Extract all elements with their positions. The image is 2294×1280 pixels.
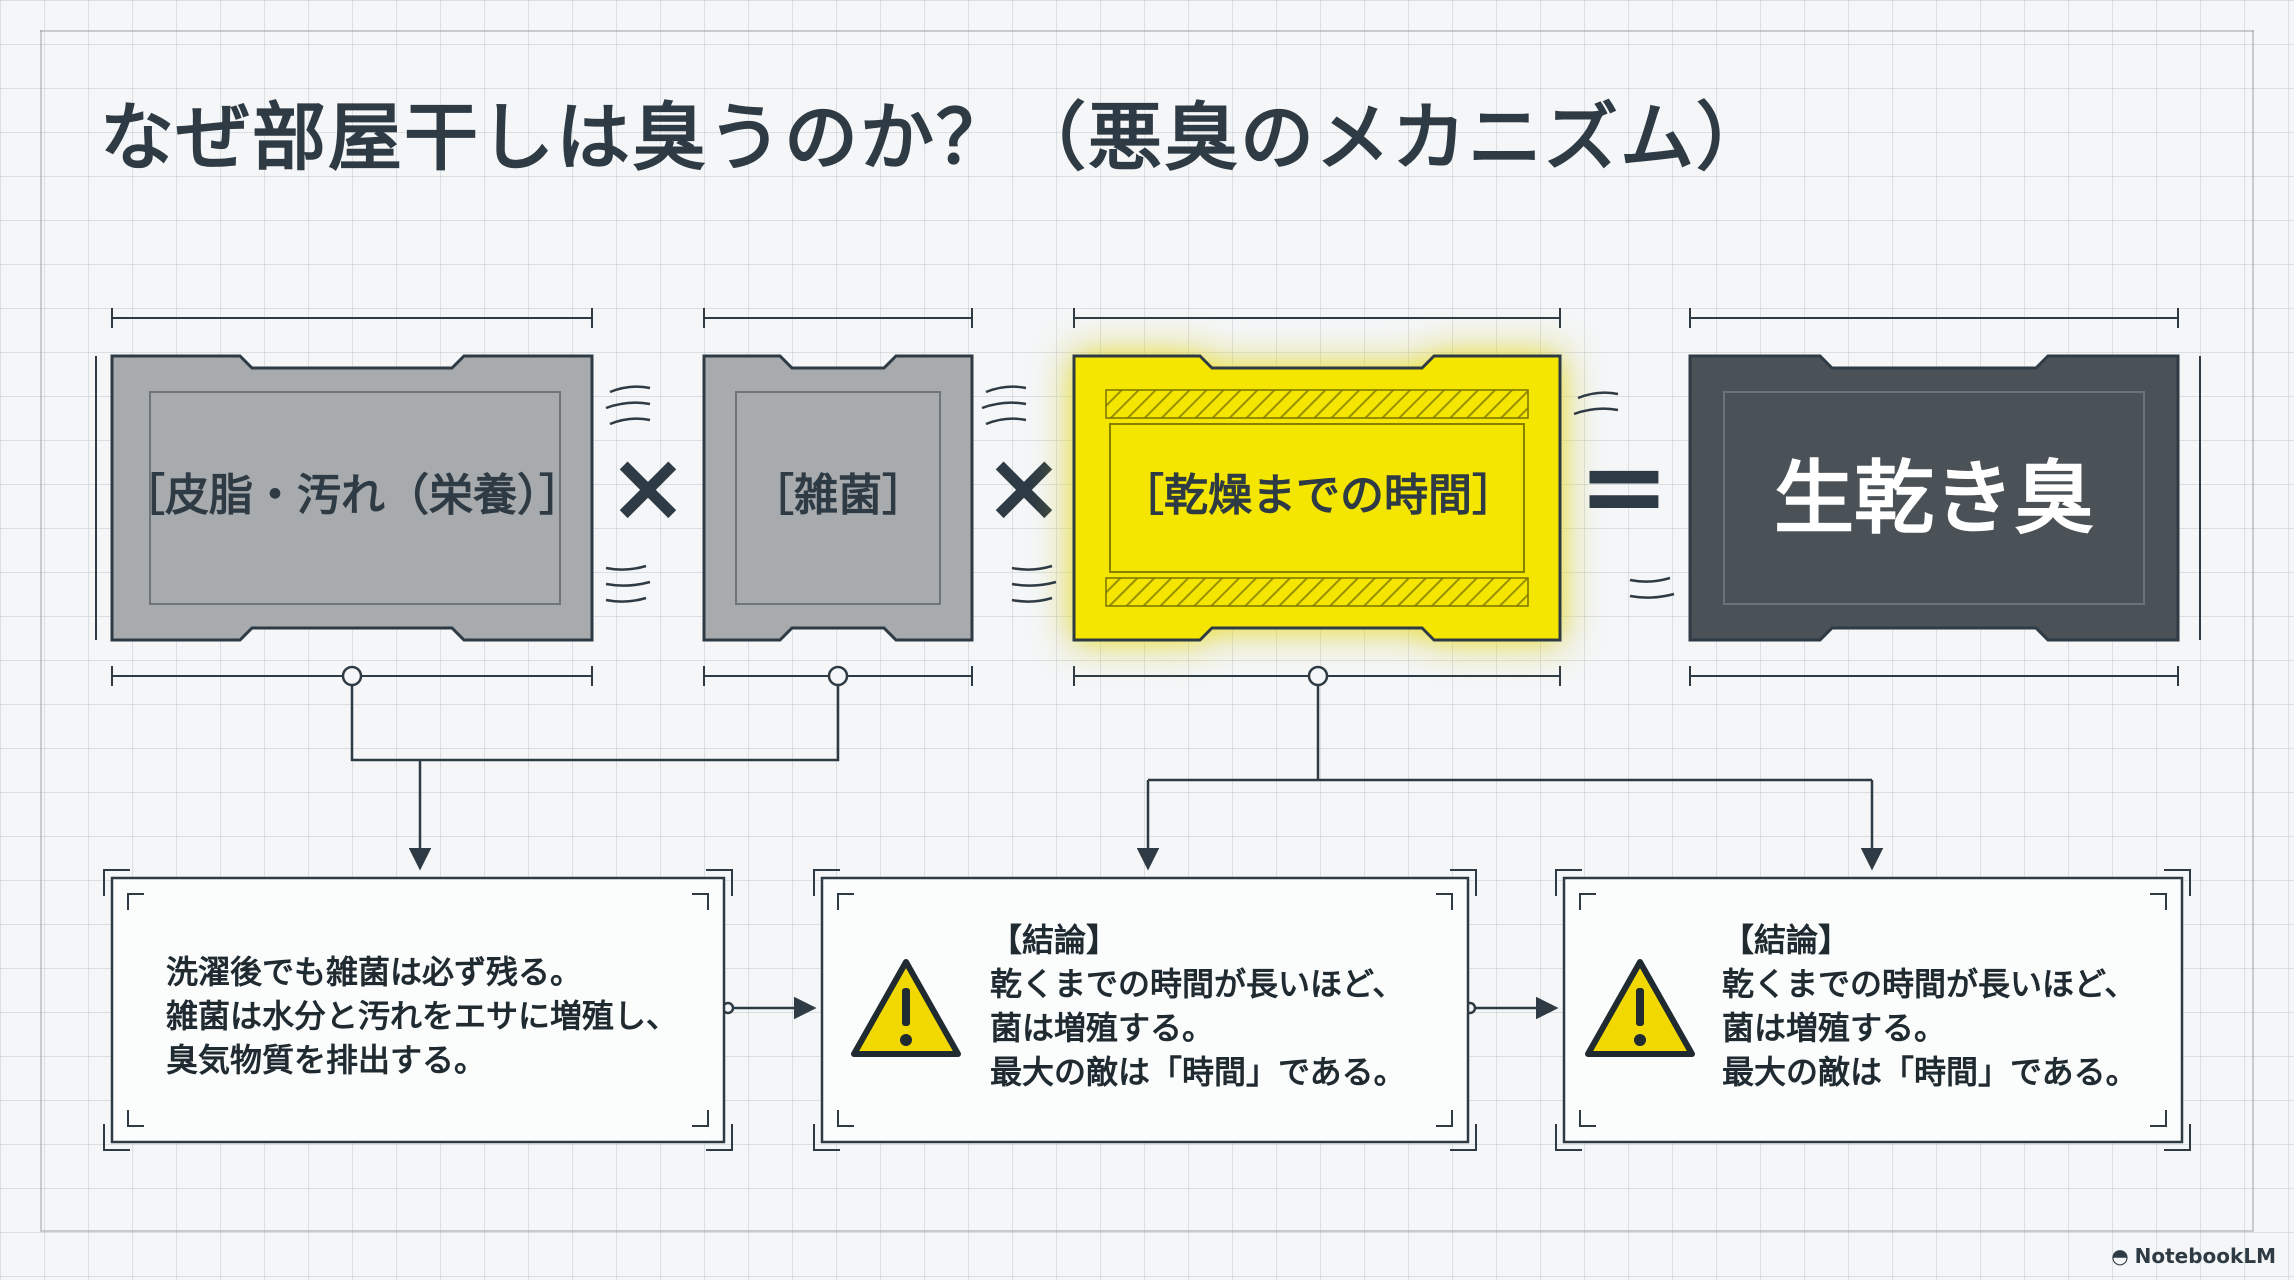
note-box-corners (103, 869, 2191, 1151)
result-box: 生乾き臭 (1688, 354, 2180, 642)
frame-top (40, 30, 2254, 32)
note-line: 洗濯後でも雑菌は必ず残る。 (166, 953, 583, 991)
factor-label-drying-time: ［乾燥までの時間］ (1120, 470, 1516, 521)
factor-box-bacteria: ［雑菌］ (702, 354, 974, 642)
frame-right (2252, 30, 2254, 1230)
notebooklm-logo-icon: ◓ (2111, 1244, 2129, 1268)
frame-bottom (40, 1230, 2254, 1232)
note-line: 乾くまでの時間が長いほど、 (1722, 965, 2137, 1003)
swoosh-marks (605, 385, 1675, 603)
equals-symbol: = (1578, 422, 1670, 550)
frame-left (40, 30, 42, 1230)
factor-label-sebum: ［皮脂・汚れ（栄養）］ (121, 470, 583, 521)
factor-box-sebum: ［皮脂・汚れ（栄養）］ (110, 354, 594, 642)
factor-label-bacteria: ［雑菌］ (750, 470, 926, 521)
warning-icon (1585, 959, 1695, 1057)
note-line: 菌は増殖する。 (990, 1009, 1215, 1047)
watermark-label: NotebookLM (2134, 1244, 2276, 1268)
connector-lines (341, 665, 1884, 1020)
warning-icon (851, 959, 961, 1057)
times-symbol-2: × (984, 431, 1064, 543)
page-title: なぜ部屋干しは臭うのか？（悪臭のメカニズム） (100, 95, 1772, 181)
result-label: 生乾き臭 (1774, 452, 2094, 545)
times-symbol-1: × (608, 431, 688, 543)
note-line: 最大の敵は「時間」である。 (1722, 1053, 2138, 1091)
note-line: 菌は増殖する。 (1722, 1009, 1947, 1047)
note-line: 最大の敵は「時間」である。 (990, 1053, 1406, 1091)
factor-box-drying-time: ［乾燥までの時間］ (1072, 354, 1562, 642)
note-text-conclusion: 【結論】 乾くまでの時間が長いほど、 菌は増殖する。 最大の敵は「時間」である。 (1722, 918, 2138, 1094)
note-heading: 【結論】 (1722, 921, 1851, 959)
note-line: 雑菌は水分と汚れをエサに増殖し、 (166, 997, 679, 1035)
note-line: 臭気物質を排出する。 (166, 1041, 487, 1079)
note-text-conclusion: 【結論】 乾くまでの時間が長いほど、 菌は増殖する。 最大の敵は「時間」である。 (990, 918, 1406, 1094)
note-text-bacteria: 洗濯後でも雑菌は必ず残る。 雑菌は水分と汚れをエサに増殖し、 臭気物質を排出する… (166, 950, 678, 1082)
note-heading: 【結論】 (990, 921, 1119, 959)
note-box-frames (110, 876, 2184, 1144)
note-line: 乾くまでの時間が長いほど、 (990, 965, 1405, 1003)
notebooklm-watermark: ◓ NotebookLM (2111, 1244, 2276, 1268)
